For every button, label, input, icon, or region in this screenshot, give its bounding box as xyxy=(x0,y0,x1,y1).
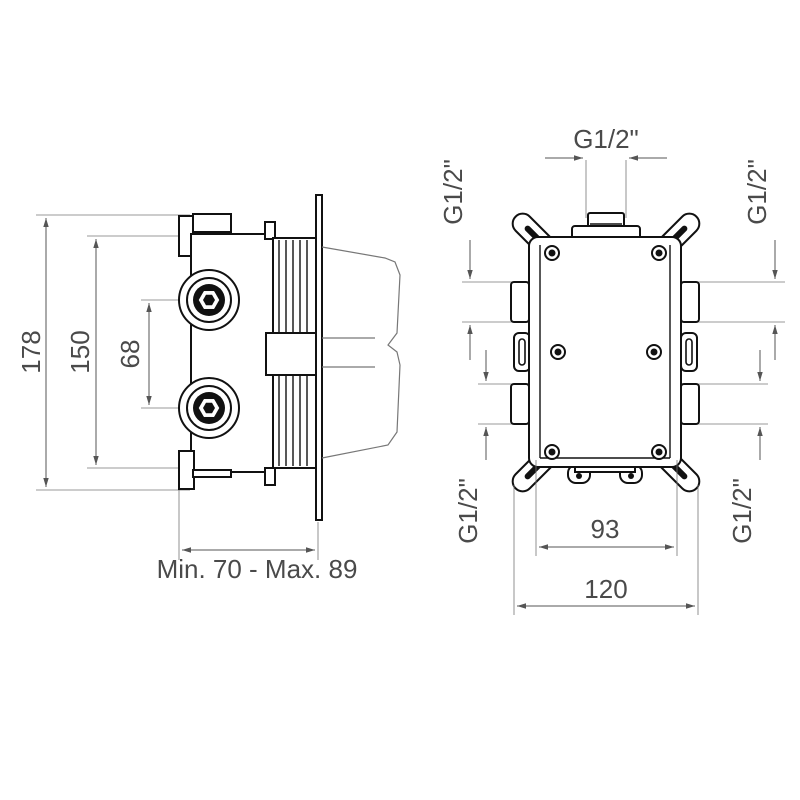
dim-top-port-label: G1/2" xyxy=(573,124,639,154)
dimension-68: 68 xyxy=(115,299,210,409)
side-view: 178 150 68 xyxy=(16,194,401,584)
dimension-178: 178 xyxy=(16,214,190,491)
dim-lower-right-label: G1/2" xyxy=(727,478,757,544)
dimension-93: 93 xyxy=(535,460,678,556)
inlet-port-upper xyxy=(178,269,240,331)
dimension-top-port: G1/2" xyxy=(545,124,667,218)
dim-depth-label: Min. 70 - Max. 89 xyxy=(157,554,358,584)
inlet-port-lower xyxy=(178,377,240,439)
dimension-lower-right-port: G1/2" xyxy=(695,350,768,544)
dim-120-label: 120 xyxy=(584,574,627,604)
dimension-upper-right-port: G1/2" xyxy=(695,159,785,360)
dim-150-label: 150 xyxy=(65,330,95,373)
dimension-150: 150 xyxy=(65,235,182,469)
front-view: G1/2" G1/2" G1/2" G1/2" xyxy=(438,124,785,615)
dim-93-label: 93 xyxy=(591,514,620,544)
dim-upper-right-label: G1/2" xyxy=(742,159,772,225)
screw-holes xyxy=(544,245,667,460)
dimension-upper-left-port: G1/2" xyxy=(438,159,520,360)
dimension-depth: Min. 70 - Max. 89 xyxy=(157,490,358,584)
side-body xyxy=(178,194,323,521)
dim-68-label: 68 xyxy=(115,340,145,369)
front-body xyxy=(510,212,701,493)
dim-upper-left-label: G1/2" xyxy=(438,159,468,225)
trim-outline xyxy=(321,246,401,459)
dimension-120: 120 xyxy=(513,485,699,615)
dim-lower-left-label: G1/2" xyxy=(453,478,483,544)
dimension-lower-left-port: G1/2" xyxy=(453,350,520,544)
dim-178-label: 178 xyxy=(16,330,46,373)
